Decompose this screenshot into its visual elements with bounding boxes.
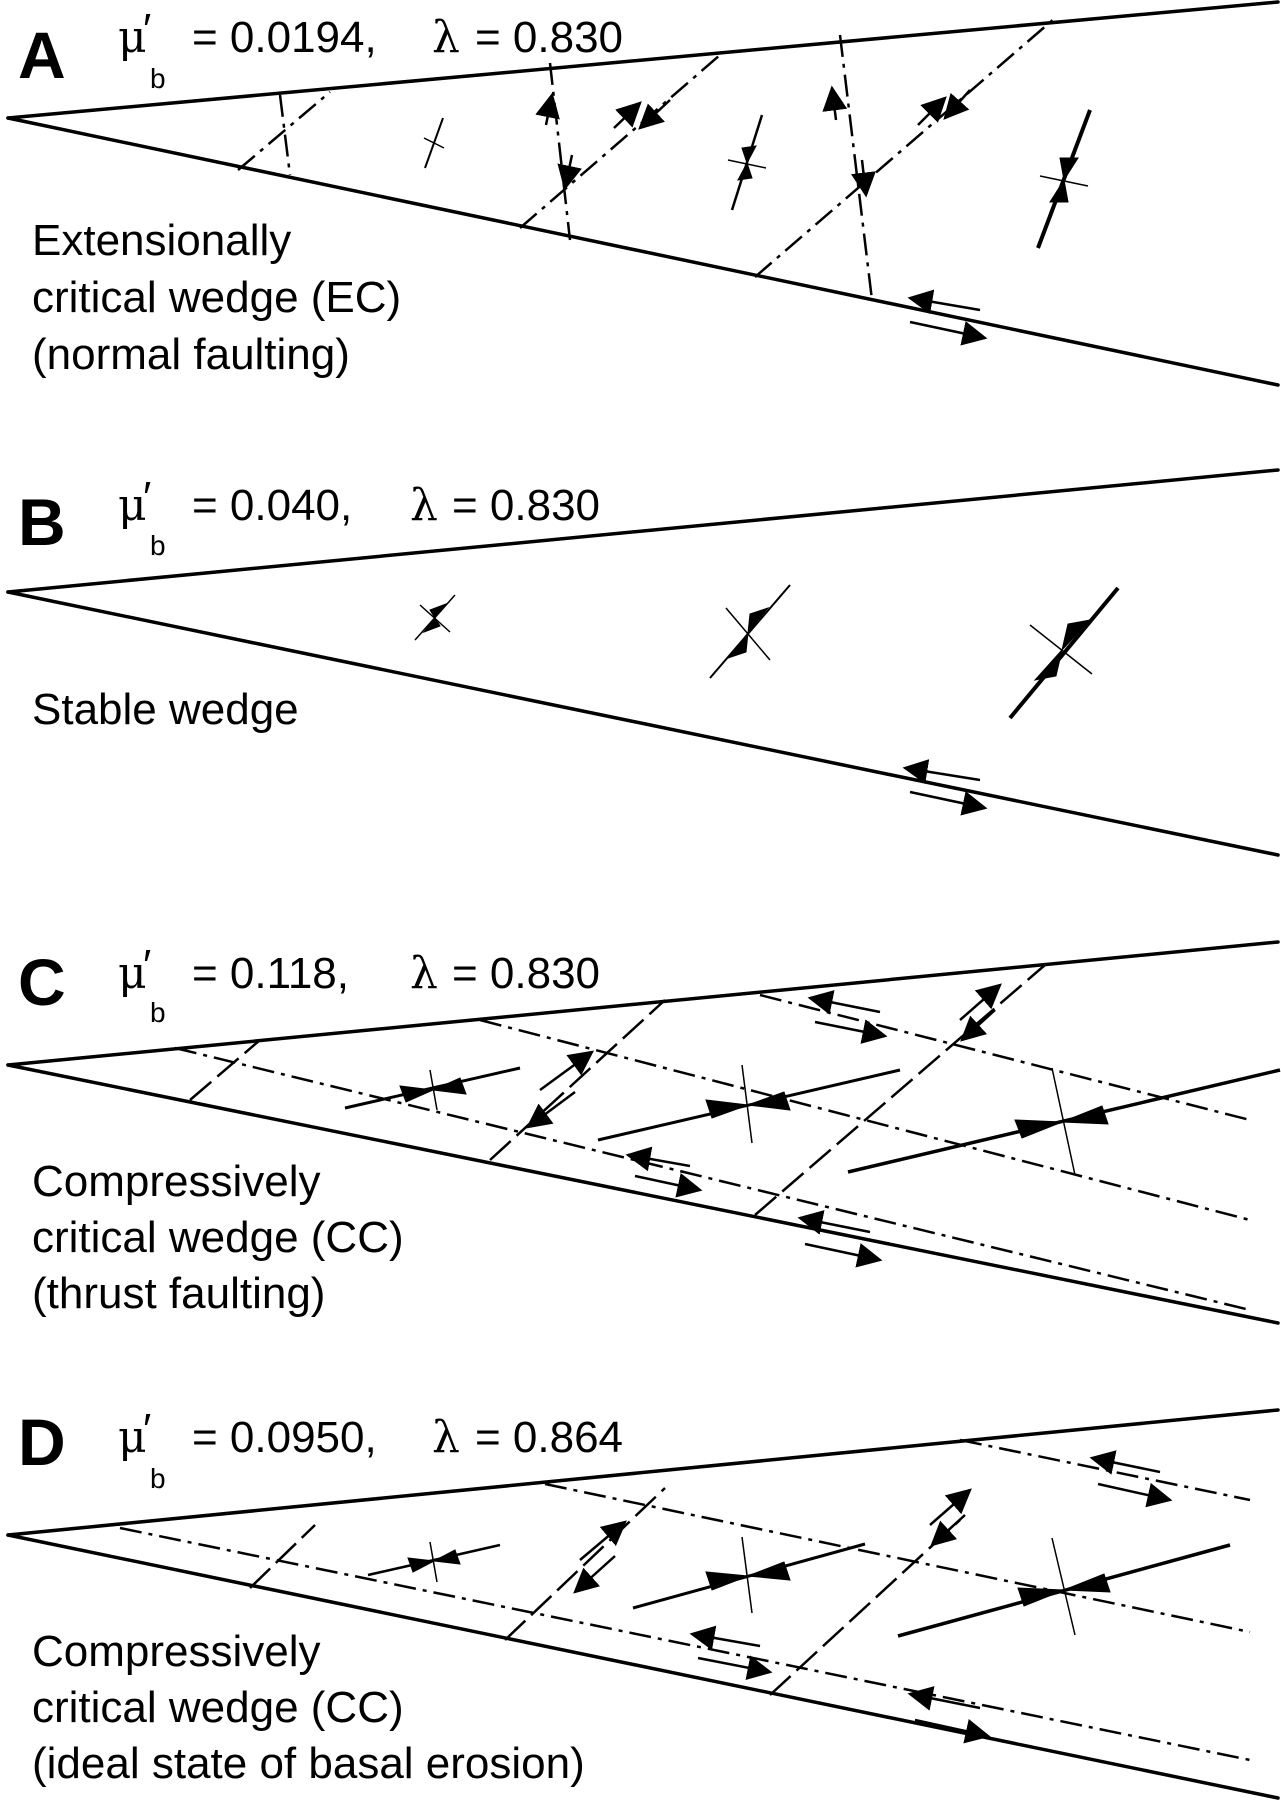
svg-text:Extensionally: Extensionally — [32, 216, 291, 265]
fault-line — [249, 1524, 316, 1589]
stress-cross — [847, 1067, 1281, 1176]
panel-d: D μ ′ b = 0.0950, λ = 0.864 — [6, 1405, 1280, 1800]
mu-subscript: b — [150, 997, 166, 1028]
fault-line — [189, 1039, 261, 1101]
mu-prime: ′ — [143, 473, 151, 522]
lambda-symbol: λ — [410, 948, 438, 999]
mu-value: = 0.0194, — [192, 13, 377, 62]
lambda-symbol: λ — [410, 480, 438, 531]
svg-text:Compressively: Compressively — [32, 1627, 321, 1676]
panel-b: B μ ′ b = 0.040, λ = 0.830 — [6, 468, 1280, 857]
svg-text:critical wedge (EC): critical wedge (EC) — [32, 273, 401, 322]
lambda-symbol: λ — [432, 1412, 460, 1463]
panel-description: Stable wedge — [32, 685, 299, 734]
wedge-top-surface — [6, 0, 1280, 120]
wedge-top-surface — [6, 1408, 1280, 1537]
mu-symbol: μ — [118, 948, 147, 999]
slip-arrows — [535, 85, 988, 346]
fault-line — [489, 999, 666, 1161]
mu-subscript: b — [150, 1463, 166, 1494]
stress-cross — [632, 1536, 866, 1614]
lambda-value: = 0.830 — [452, 949, 600, 998]
fault-line — [769, 1519, 961, 1696]
fault-line — [754, 17, 1056, 278]
panel-letter: C — [18, 945, 66, 1019]
stress-cross — [1036, 109, 1092, 249]
mu-subscript: b — [150, 63, 166, 94]
wedge-top-surface — [6, 940, 1280, 1067]
fault-line — [759, 993, 1251, 1122]
svg-text:(ideal state of basal erosion): (ideal state of basal erosion) — [32, 1739, 585, 1788]
stress-cross — [414, 594, 456, 641]
panel-description: Compressively critical wedge (CC) (ideal… — [32, 1627, 585, 1788]
lambda-value: = 0.830 — [475, 13, 623, 62]
panel-a: A μ ′ b = 0.0194, λ = 0.830 — [6, 0, 1280, 387]
fault-line — [754, 964, 1046, 1216]
svg-text:(normal faulting): (normal faulting) — [32, 330, 350, 379]
stress-cross — [897, 1537, 1231, 1638]
stress-cross — [423, 117, 445, 169]
mu-subscript: b — [150, 530, 166, 561]
lambda-symbol: λ — [432, 12, 460, 63]
fault-line — [959, 1438, 1251, 1502]
panel-description: Compressively critical wedge (CC) (thrus… — [32, 1157, 404, 1318]
panel-letter: A — [18, 18, 66, 92]
mu-prime: ′ — [143, 5, 151, 54]
fault-line — [278, 94, 292, 176]
slip-arrows — [573, 1450, 1173, 1744]
stress-cross — [709, 584, 791, 679]
slip-arrows — [902, 759, 988, 816]
wedge-basal-decollement — [6, 1533, 1280, 1800]
mu-value: = 0.040, — [192, 481, 352, 530]
stress-cross — [597, 1064, 901, 1144]
stress-cross — [344, 1066, 521, 1111]
mu-value: = 0.118, — [192, 949, 349, 998]
fault-line — [838, 34, 874, 301]
lambda-value: = 0.864 — [475, 1413, 623, 1462]
mu-symbol: μ — [118, 12, 147, 63]
wedge-basal-decollement — [6, 590, 1280, 857]
panel-letter: B — [18, 485, 66, 559]
fault-line — [174, 1046, 1251, 1312]
svg-text:critical wedge (CC): critical wedge (CC) — [32, 1213, 404, 1262]
mu-symbol: μ — [118, 1412, 147, 1463]
svg-text:Compressively: Compressively — [32, 1157, 321, 1206]
svg-text:(thrust faulting): (thrust faulting) — [32, 1269, 325, 1318]
stress-cross — [1008, 586, 1120, 720]
wedge-top-surface — [6, 468, 1280, 594]
stress-cross — [367, 1541, 501, 1583]
stress-cross — [727, 114, 767, 211]
fault-line — [237, 91, 331, 171]
fault-line — [519, 54, 721, 229]
svg-text:Stable wedge: Stable wedge — [32, 685, 299, 734]
fault-line — [548, 62, 572, 241]
panel-c: C μ ′ b = 0.118, λ = 0.830 — [6, 940, 1281, 1325]
panel-letter: D — [18, 1405, 66, 1479]
fault-line — [119, 1526, 1251, 1762]
mu-prime: ′ — [143, 1405, 151, 1454]
mu-prime: ′ — [143, 941, 151, 990]
mu-symbol: μ — [118, 480, 147, 531]
svg-text:critical wedge (CC): critical wedge (CC) — [32, 1683, 404, 1732]
wedge-basal-decollement — [6, 116, 1280, 387]
lambda-value: = 0.830 — [452, 481, 600, 530]
slip-arrows — [525, 983, 1002, 1268]
mu-value: = 0.0950, — [192, 1413, 377, 1462]
fault-line — [544, 1482, 1251, 1634]
wedge-basal-decollement — [6, 1063, 1280, 1325]
panel-description: Extensionally critical wedge (EC) (norma… — [32, 216, 401, 379]
fault-line — [504, 1487, 666, 1641]
